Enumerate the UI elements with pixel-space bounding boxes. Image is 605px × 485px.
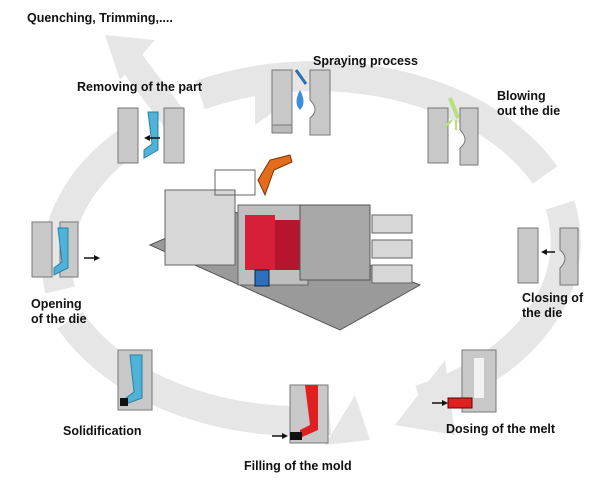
label-opening-line2: of the die <box>31 312 87 326</box>
die-spraying <box>271 69 331 136</box>
die-casting-machine <box>148 154 422 331</box>
die-dosing <box>432 349 497 413</box>
die-solidification <box>117 349 153 411</box>
die-blowing <box>427 97 479 166</box>
label-solidification: Solidification <box>63 424 142 438</box>
label-blowing-line1: Blowing <box>497 89 546 103</box>
label-filling: Filling of the mold <box>244 459 352 473</box>
label-spraying: Spraying process <box>313 54 418 68</box>
label-dosing: Dosing of the melt <box>446 422 556 436</box>
label-blowing: Blowing out the die <box>497 89 560 119</box>
die-removing <box>117 107 185 164</box>
die-opening <box>31 221 100 278</box>
die-filling <box>272 384 329 444</box>
label-quenching: Quenching, Trimming,.... <box>27 11 173 25</box>
label-opening-line1: Opening <box>31 297 82 311</box>
label-opening: Opening of the die <box>31 297 87 327</box>
label-closing-line2: the die <box>522 306 563 320</box>
die-closing <box>517 227 579 286</box>
label-closing: Closing of the die <box>522 291 583 321</box>
label-closing-line1: Closing of <box>522 291 584 305</box>
label-removing: Removing of the part <box>77 80 203 94</box>
label-blowing-line2: out the die <box>497 104 561 118</box>
